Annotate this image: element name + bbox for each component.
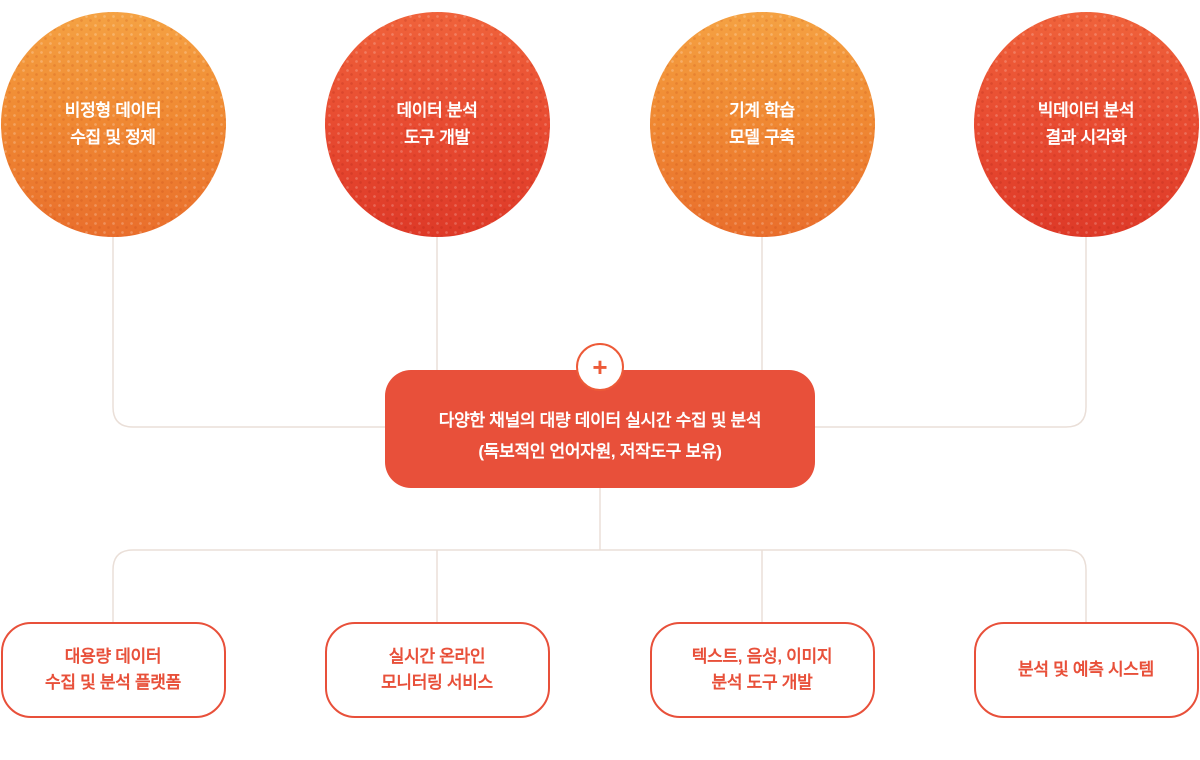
bottom-box-line: 텍스트, 음성, 이미지: [691, 646, 833, 666]
circle-label-line: 비정형 데이터: [64, 101, 162, 121]
circle-label-line: 기계 학습: [729, 101, 795, 121]
circle-label-line: 도구 개발: [404, 127, 470, 147]
circle-label-line: 결과 시각화: [1045, 127, 1127, 147]
top-circle-bigdata-visualization: 빅데이터 분석 결과 시각화: [973, 12, 1199, 237]
circle-label-line: 모델 구축: [729, 127, 795, 147]
top-circle-analysis-tools: 데이터 분석 도구 개발: [324, 12, 550, 237]
circle-label-line: 수집 및 정제: [70, 127, 156, 147]
bottom-box-monitoring: 실시간 온라인 모니터링 서비스: [324, 622, 550, 718]
bottom-box-line: 모니터링 서비스: [381, 673, 493, 692]
top-circle-machine-learning: 기계 학습 모델 구축: [649, 12, 875, 237]
bottom-box-line: 대용량 데이터: [64, 646, 162, 666]
center-box-line: 다양한 채널의 대량 데이터 실시간 수집 및 분석: [438, 411, 762, 431]
center-box-line: (독보적인 언어자원, 저작도구 보유): [478, 442, 722, 461]
top-circle-unstructured-data: 비정형 데이터 수집 및 정제: [0, 12, 226, 237]
bottom-box-analysis-tools: 텍스트, 음성, 이미지 분석 도구 개발: [649, 622, 875, 718]
center-summary-box: 다양한 채널의 대량 데이터 실시간 수집 및 분석 (독보적인 언어자원, 저…: [385, 370, 815, 488]
bottom-box-line: 분석 및 예측 시스템: [1018, 659, 1154, 679]
bottom-box-line: 분석 도구 개발: [711, 673, 813, 692]
plus-icon: +: [576, 343, 624, 391]
circle-label-line: 데이터 분석: [396, 101, 478, 121]
bottom-box-line: 수집 및 분석 플랫폼: [45, 673, 181, 692]
bottom-box-platform: 대용량 데이터 수집 및 분석 플랫폼: [0, 622, 226, 718]
circle-label-line: 빅데이터 분석: [1037, 101, 1135, 121]
bottom-box-line: 실시간 온라인: [388, 646, 486, 666]
plus-glyph: +: [592, 352, 608, 382]
bottom-box-prediction-system: 분석 및 예측 시스템: [973, 622, 1199, 718]
